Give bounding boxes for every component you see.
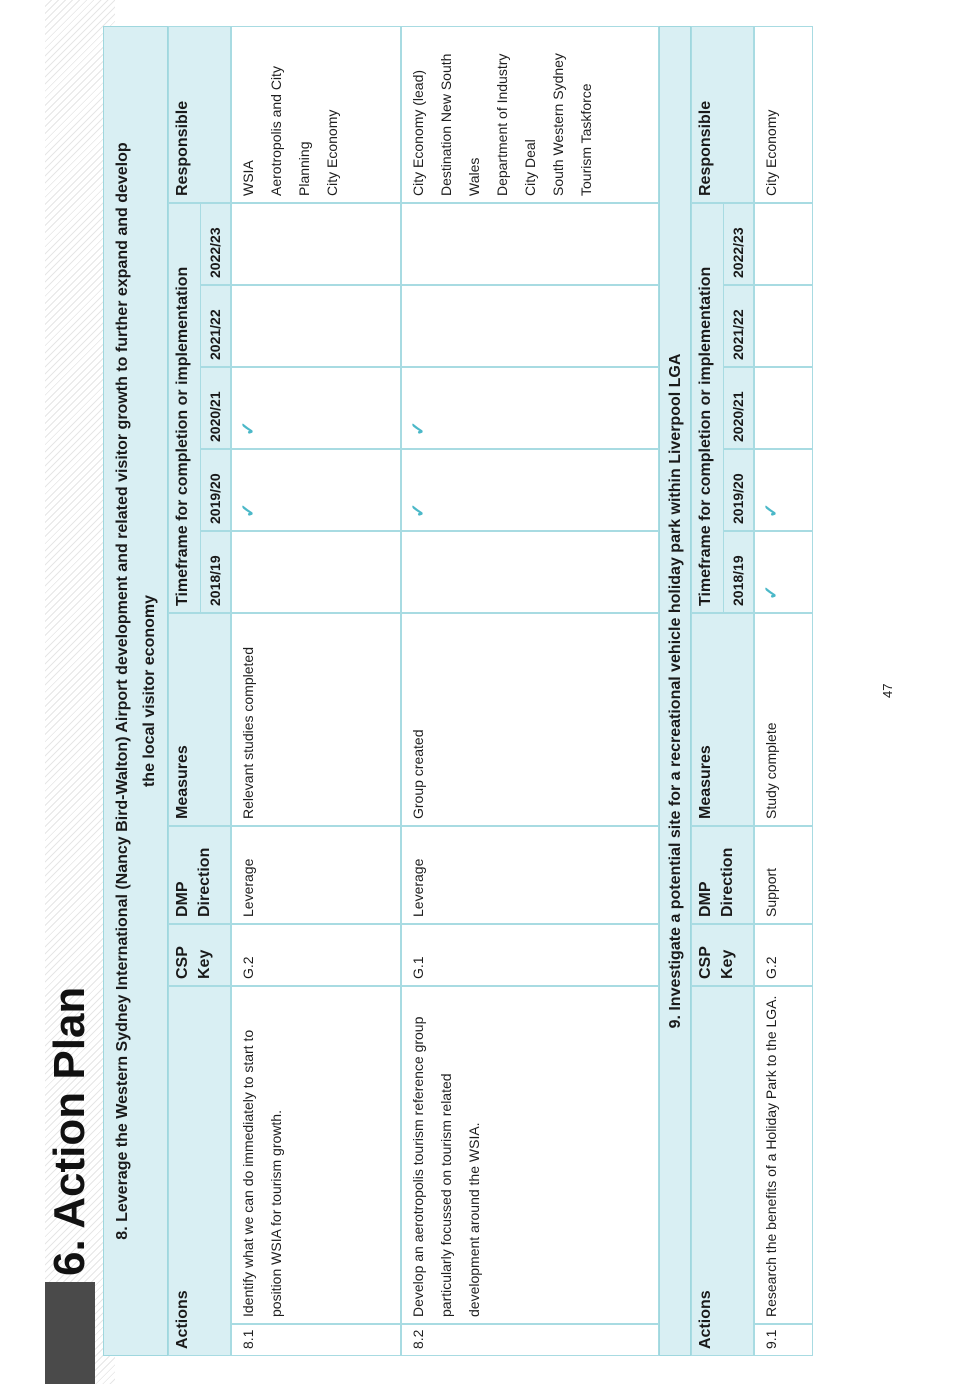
- header-actions: Actions: [691, 986, 754, 1356]
- row-8-1-responsible-item: City Economy: [324, 109, 340, 196]
- section-8-heading-line1: 8. Leverage the Western Sydney Internati…: [113, 142, 131, 1240]
- header-year-2022-23: 2022/23: [723, 203, 754, 285]
- header-responsible-label: Responsible: [697, 100, 714, 196]
- row-9-1-year-2022-23: [754, 203, 813, 285]
- row-8-2-responsible-item: South Western Sydney Tourism Taskforce: [550, 53, 594, 196]
- header-year-2019-20: 2019/20: [200, 449, 231, 531]
- header-responsible: Responsible: [168, 26, 231, 203]
- row-9-1-year-2018-19: ✓: [754, 531, 813, 613]
- row-8-2-responsible-item: Department of Industry: [494, 53, 510, 196]
- row-8-2-dmp-direction: Leverage: [401, 826, 659, 924]
- title-bar-accent: [45, 1282, 95, 1384]
- header-dmp-label: DMP: [697, 881, 714, 917]
- section-8-heading-line2: the local visitor economy: [140, 594, 158, 788]
- row-8-2-responsible: City Economy (lead) Destination New Sout…: [401, 26, 659, 203]
- header-timeframe-label: Timeframe for completion or implementati…: [697, 266, 714, 606]
- row-8-1-responsible-item: Aerotropolis and City Planning: [268, 66, 312, 196]
- header-year-2020-21: 2020/21: [723, 367, 754, 449]
- header-csp-label: CSP: [697, 946, 714, 979]
- row-8-1-responsible-item: WSIA: [240, 160, 256, 196]
- header-actions: Actions: [168, 986, 231, 1356]
- header-measures: Measures: [168, 613, 231, 826]
- row-9-1-csp-key: G.2: [754, 924, 813, 986]
- row-8-1-year-2018-19: [231, 531, 401, 613]
- header-year-2021-22: 2021/22: [200, 285, 231, 367]
- row-9-1-responsible: City Economy: [754, 26, 813, 203]
- header-csp-label: CSP: [174, 946, 191, 979]
- row-8-2-year-2020-21: ✓: [401, 367, 659, 449]
- header-responsible-label: Responsible: [174, 100, 191, 196]
- header-dmp-direction: DMP Direction: [691, 826, 754, 924]
- row-8-2-id: 8.2: [401, 1324, 659, 1356]
- page-number: 47: [880, 683, 895, 698]
- row-8-1-2019-20-check-icon: ✓: [238, 502, 258, 518]
- header-measures-label: Measures: [174, 745, 191, 819]
- header-timeframe: Timeframe for completion or implementati…: [691, 203, 723, 613]
- header-direction-label: Direction: [196, 847, 213, 917]
- row-8-1-2020-21-check-icon: ✓: [238, 420, 258, 436]
- row-9-1-year-2019-20: ✓: [754, 449, 813, 531]
- header-measures-label: Measures: [697, 745, 714, 819]
- row-8-2-2019-20-check-icon: ✓: [408, 502, 428, 518]
- row-8-2-action: Develop an aerotropolis tourism referenc…: [401, 986, 659, 1324]
- section-title-block: 6. Action Plan: [45, 987, 95, 1384]
- row-9-1-year-2021-22: [754, 285, 813, 367]
- row-9-1-id: 9.1: [754, 1324, 813, 1356]
- row-8-1-year-2019-20: ✓: [231, 449, 401, 531]
- row-8-1-year-2020-21: ✓: [231, 367, 401, 449]
- header-year-2019-20: 2019/20: [723, 449, 754, 531]
- row-8-2-year-2021-22: [401, 285, 659, 367]
- row-9-1-action: Research the benefits of a Holiday Park …: [754, 986, 813, 1324]
- row-8-2-year-2022-23: [401, 203, 659, 285]
- header-year-2020-21: 2020/21: [200, 367, 231, 449]
- header-actions-label: Actions: [174, 1290, 191, 1349]
- row-9-1-measures: Study complete: [754, 613, 813, 826]
- header-timeframe-label: Timeframe for completion or implementati…: [174, 266, 191, 606]
- header-year-2021-22: 2021/22: [723, 285, 754, 367]
- header-responsible: Responsible: [691, 26, 754, 203]
- section-8-heading: 8. Leverage the Western Sydney Internati…: [103, 26, 168, 1356]
- header-csp-key: CSP Key: [691, 924, 754, 986]
- header-direction-label: Direction: [719, 847, 736, 917]
- header-csp-key: CSP Key: [168, 924, 231, 986]
- header-actions-label: Actions: [697, 1290, 714, 1349]
- header-year-2018-19: 2018/19: [200, 531, 231, 613]
- header-year-2022-23: 2022/23: [200, 203, 231, 285]
- row-8-2-csp-key: G.1: [401, 924, 659, 986]
- header-timeframe: Timeframe for completion or implementati…: [168, 203, 200, 613]
- header-measures: Measures: [691, 613, 754, 826]
- row-8-2-measures: Group created: [401, 613, 659, 826]
- section-9-heading-line1: 9. Investigate a potential site for a re…: [666, 353, 684, 1029]
- row-9-1-dmp-direction: Support: [754, 826, 813, 924]
- row-8-2-2020-21-check-icon: ✓: [408, 420, 428, 436]
- row-9-1-year-2020-21: [754, 367, 813, 449]
- header-dmp-label: DMP: [174, 881, 191, 917]
- row-9-1-responsible-item: City Economy: [763, 109, 779, 196]
- section-title: 6. Action Plan: [45, 986, 94, 1276]
- row-8-2-year-2018-19: [401, 531, 659, 613]
- header-key-label: Key: [196, 949, 213, 979]
- row-8-2-responsible-item: City Economy (lead): [410, 69, 426, 196]
- row-8-1-dmp-direction: Leverage: [231, 826, 401, 924]
- row-8-2-responsible-item: Destination New South Wales: [438, 53, 482, 196]
- row-8-1-year-2021-22: [231, 285, 401, 367]
- section-9-heading: 9. Investigate a potential site for a re…: [659, 26, 691, 1356]
- header-dmp-direction: DMP Direction: [168, 826, 231, 924]
- row-8-1-responsible: WSIA Aerotropolis and City Planning City…: [231, 26, 401, 203]
- row-8-1-measures: Relevant studies completed: [231, 613, 401, 826]
- row-8-1-csp-key: G.2: [231, 924, 401, 986]
- row-8-2-responsible-item: City Deal: [522, 139, 538, 196]
- header-year-2018-19: 2018/19: [723, 531, 754, 613]
- row-9-1-2019-20-check-icon: ✓: [761, 502, 781, 518]
- row-8-1-id: 8.1: [231, 1324, 401, 1356]
- row-8-2-year-2019-20: ✓: [401, 449, 659, 531]
- row-8-1-year-2022-23: [231, 203, 401, 285]
- header-key-label: Key: [719, 949, 736, 979]
- row-8-1-action: Identify what we can do immediately to s…: [231, 986, 401, 1324]
- row-9-1-2018-19-check-icon: ✓: [761, 584, 781, 600]
